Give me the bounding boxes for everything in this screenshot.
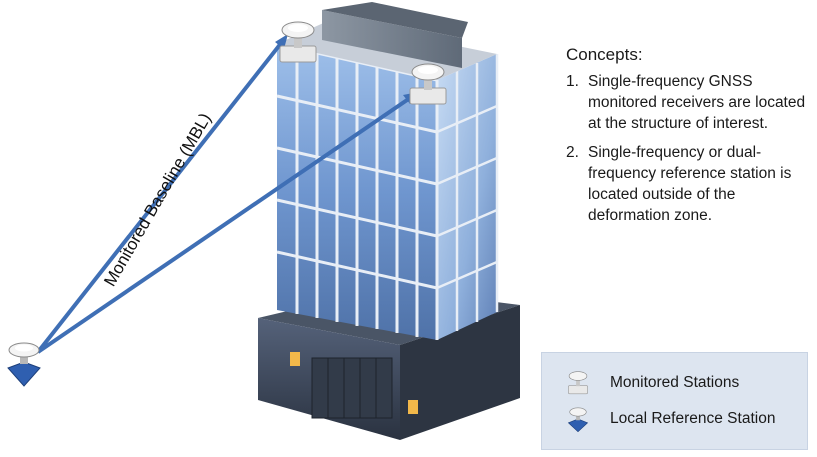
concept-number: 1. xyxy=(566,73,579,90)
legend: Monitored Stations Local Reference Stati… xyxy=(541,352,808,450)
baseline-to-station-2 xyxy=(36,96,412,354)
roof-box-top xyxy=(322,2,468,38)
legend-label: Local Reference Station xyxy=(610,410,776,427)
building-entrance xyxy=(311,357,393,419)
monitored-station-2[interactable] xyxy=(409,63,447,105)
legend-label: Monitored Stations xyxy=(610,374,740,391)
building xyxy=(258,2,520,440)
concepts-title: Concepts: xyxy=(566,45,643,64)
tower-side-window-grid xyxy=(436,54,499,331)
concept-item: 2. Single-frequency or dual-frequency re… xyxy=(566,142,806,226)
building-light-right xyxy=(408,400,418,414)
concepts-panel: Concepts: 1. Single-frequency GNSS monit… xyxy=(566,44,806,234)
monitored-station-1[interactable] xyxy=(279,21,317,63)
roof-box-front xyxy=(322,10,462,68)
building-light-left xyxy=(290,352,300,366)
concept-text: Single-frequency or dual-frequency refer… xyxy=(588,144,792,224)
reference-station-icon xyxy=(567,407,589,433)
building-base-side xyxy=(400,305,520,440)
monitored-baselines xyxy=(36,34,418,354)
reference-station[interactable] xyxy=(7,342,41,387)
concept-number: 2. xyxy=(566,144,579,161)
monitored-station-icon xyxy=(568,371,588,395)
arrowhead-1 xyxy=(275,34,288,49)
legend-item-monitored: Monitored Stations xyxy=(562,369,739,397)
legend-item-reference: Local Reference Station xyxy=(562,405,775,433)
baseline-to-station-1 xyxy=(36,40,284,354)
concept-item: 1. Single-frequency GNSS monitored recei… xyxy=(566,71,806,134)
concept-text: Single-frequency GNSS monitored receiver… xyxy=(588,73,806,132)
